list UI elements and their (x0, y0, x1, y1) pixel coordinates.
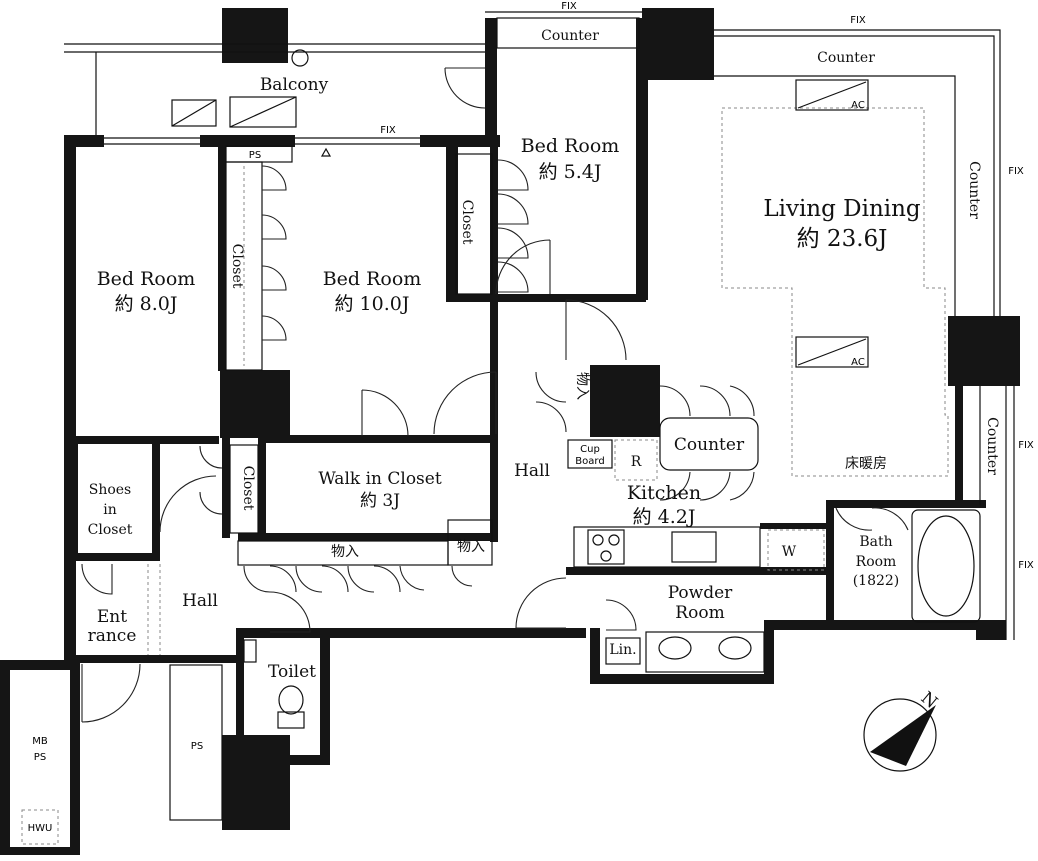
fix-label: FIX (561, 1, 577, 12)
doors (81, 67, 909, 723)
cupboard-label-2: Board (575, 456, 604, 467)
counter-right-top-label: Counter (817, 50, 875, 66)
counter-top-label: Counter (541, 28, 599, 44)
walkin-size: 約 3J (360, 491, 400, 511)
fix-label: FIX (380, 125, 396, 136)
bed-west-name: Bed Room (97, 268, 196, 290)
ac-bottom-label: AC (851, 357, 865, 368)
walls (0, 8, 1020, 855)
closet-hall-label: Closet (240, 466, 256, 511)
storage-small-label: 物入 (457, 539, 485, 555)
closet-north-label: Closet (459, 200, 475, 245)
storage-corridor-label: 物入 (331, 544, 359, 560)
living-name: Living Dining (763, 196, 921, 222)
fix-label: FIX (850, 15, 866, 26)
floor-heating-label: 床暖房 (845, 456, 887, 472)
bath-label-2: Room (856, 554, 897, 570)
storage-kitchen-label: 物入 (574, 372, 590, 400)
fix-label: FIX (1018, 560, 1034, 571)
bed-main-size: 約 10.0J (335, 293, 410, 315)
bed-north-size: 約 5.4J (539, 161, 602, 183)
cupboard-label-1: Cup (580, 444, 600, 455)
entrance-label-1: Ent (97, 607, 127, 627)
room-labels: Balcony Bed Room 約 8.0J Bed Room 約 10.0J… (88, 75, 921, 682)
powder-label-1: Powder (668, 583, 733, 603)
toilet-label: Toilet (268, 662, 316, 682)
walkin-name: Walk in Closet (318, 469, 442, 489)
compass-icon: N (863, 688, 941, 772)
counter-right-lower-label: Counter (984, 417, 1000, 475)
mb-ps-label-1: MB (32, 736, 48, 747)
kitchen-size: 約 4.2J (633, 506, 696, 528)
shoes-closet-label-2: in (103, 502, 117, 518)
refrigerator-label: R (631, 454, 642, 470)
balcony-label: Balcony (260, 75, 329, 95)
ac-top-label: AC (851, 100, 865, 111)
compass-north-label: N (917, 688, 941, 713)
shoes-closet-label-1: Shoes (89, 482, 132, 498)
hall-west-label: Hall (182, 591, 218, 611)
mb-ps-label-2: PS (34, 752, 46, 763)
hall-center-label: Hall (514, 461, 550, 481)
powder-label-2: Room (675, 603, 724, 623)
ps-bottom-label: PS (191, 741, 203, 752)
bath-label-1: Bath (859, 534, 892, 550)
counter-kitchen-label: Counter (674, 435, 745, 455)
shoes-closet-label-3: Closet (88, 522, 133, 538)
bed-north-name: Bed Room (521, 135, 620, 157)
hwu-label: HWU (28, 823, 53, 834)
fixture-labels: Counter Counter Counter Counter Counter … (28, 1, 1034, 834)
bed-main-name: Bed Room (323, 268, 422, 290)
entrance-label-2: rance (88, 626, 137, 646)
counter-right-vertical-label: Counter (966, 161, 982, 219)
fix-label: FIX (1008, 166, 1024, 177)
bath-label-3: (1822) (853, 573, 900, 589)
bed-west-size: 約 8.0J (115, 293, 178, 315)
washer-label: W (782, 544, 797, 560)
fix-label: FIX (1018, 440, 1034, 451)
living-size: 約 23.6J (797, 226, 888, 252)
outlines (21, 11, 1015, 845)
ps-top-label: PS (249, 150, 261, 161)
closet-main-label: Closet (229, 244, 245, 289)
linen-label: Lin. (609, 642, 636, 658)
kitchen-name: Kitchen (627, 482, 701, 504)
